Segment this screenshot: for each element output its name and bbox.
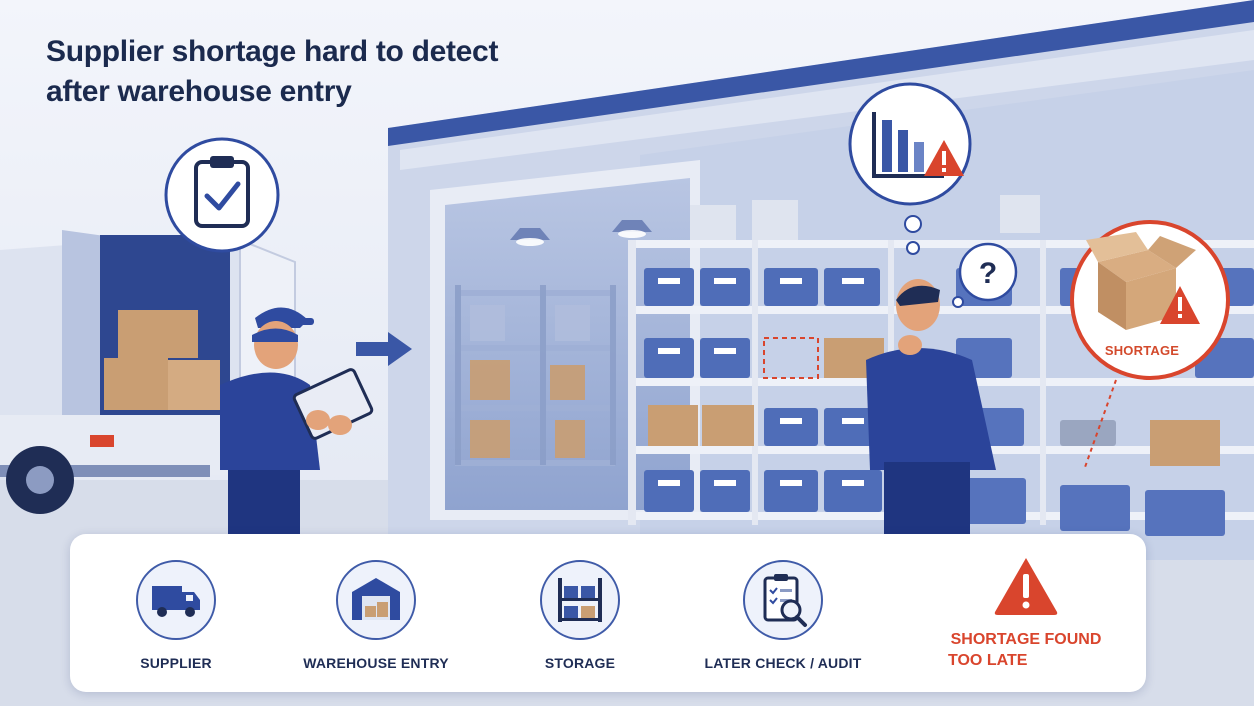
final-label-line-1: SHORTAGE FOUND (950, 631, 1102, 648)
confused-worker (866, 279, 996, 536)
warehouse-icon (336, 560, 416, 640)
warning-triangle-icon (994, 558, 1058, 615)
flow-step-shortage-too-late: SHORTAGE FOUND TOO LATE (936, 554, 1116, 671)
final-label-line-2: TOO LATE (948, 652, 1028, 669)
step-label: WAREHOUSE ENTRY (303, 655, 449, 671)
title-line-1: Supplier shortage hard to detect (46, 35, 499, 68)
step-label: SUPPLIER (140, 655, 212, 671)
shelves-icon (540, 560, 620, 640)
question-mark: ? (979, 257, 997, 290)
truck-icon (136, 560, 216, 640)
flow-step-later-check: LATER CHECK / AUDIT (698, 560, 868, 671)
question-bubble-icon: ? (952, 242, 1018, 308)
process-flow-panel: SUPPLIER WAREHOUSE ENTRY (70, 534, 1146, 692)
forward-arrow-icon (356, 332, 412, 366)
page-title: Supplier shortage hard to detect after w… (46, 32, 498, 112)
chart-warning-icon (848, 82, 972, 255)
step-label: STORAGE (544, 655, 616, 671)
flow-step-supplier: SUPPLIER (91, 560, 261, 671)
flow-step-warehouse-entry: WAREHOUSE ENTRY (291, 560, 461, 671)
shortage-badge: SHORTAGE (1104, 343, 1180, 358)
step-label: LATER CHECK / AUDIT (704, 655, 862, 671)
delivery-truck (0, 230, 296, 514)
open-box-warning-icon (1070, 220, 1230, 471)
title-line-2: after warehouse entry (46, 75, 352, 108)
flow-step-storage: STORAGE (495, 560, 665, 671)
clipboard-search-icon (743, 560, 823, 640)
worker-with-tablet (220, 307, 374, 536)
clipboard-check-icon (164, 137, 280, 253)
